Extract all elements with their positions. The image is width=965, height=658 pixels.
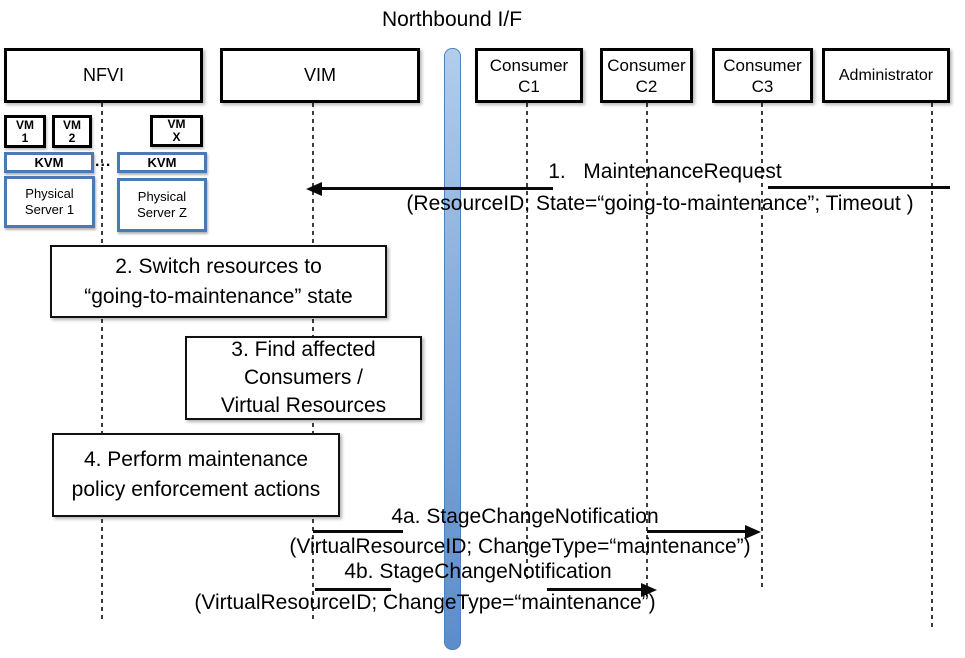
message-4b-line-left-segment	[315, 588, 391, 591]
ellipsis-between-hosts: ...	[95, 153, 112, 170]
vm-2-box: VM 2	[52, 115, 92, 148]
message-4b-arrowhead-right-icon	[641, 583, 657, 597]
message-1-label: 1. MaintenanceRequest	[548, 160, 782, 183]
kvm-right-box: KVM	[117, 152, 207, 173]
message-4b-line-right-segment	[547, 588, 642, 591]
vm-1-box: VM 1	[4, 115, 46, 148]
lifeline-administrator	[931, 103, 933, 630]
actor-vim: VIM	[220, 48, 420, 103]
actor-consumer-c1: Consumer C1	[475, 48, 583, 103]
message-4b-params: (VirtualResourceID; ChangeType=“maintena…	[194, 591, 656, 614]
vm-x-box: VM X	[150, 115, 203, 147]
message-1-params: (ResourceID; State=“going-to-maintenance…	[406, 192, 914, 215]
actor-consumer-c2: Consumer C2	[600, 48, 693, 103]
message-4a-params: (VirtualResourceID; ChangeType=“maintena…	[289, 535, 751, 558]
physical-server-z-box: Physical Server Z	[117, 178, 207, 232]
message-4a-line-right-segment	[647, 530, 747, 533]
northbound-interface-bar	[444, 48, 461, 650]
lifeline-consumer-c2	[646, 103, 648, 593]
physical-server-1-box: Physical Server 1	[4, 176, 95, 228]
message-4b-label: 4b. StageChangeNotification	[344, 560, 612, 583]
actor-nfvi: NFVI	[4, 48, 203, 103]
actor-administrator: Administrator	[822, 48, 950, 103]
step-2-box: 2. Switch resources to “going-to-mainten…	[50, 245, 387, 318]
page-title: Northbound I/F	[381, 8, 523, 31]
actor-consumer-c3: Consumer C3	[712, 48, 813, 103]
message-1-line-left-segment	[318, 187, 553, 190]
lifeline-nfvi	[101, 103, 103, 622]
message-4a-arrowhead-right-icon	[745, 525, 761, 539]
kvm-left-box: KVM	[4, 152, 94, 173]
step-3-box: 3. Find affected Consumers / Virtual Res…	[185, 336, 422, 420]
message-4a-label: 4a. StageChangeNotification	[391, 505, 659, 528]
message-1-arrowhead-left-icon	[306, 182, 322, 196]
step-4-box: 4. Perform maintenance policy enforcemen…	[52, 433, 340, 517]
message-4a-line-left-segment	[313, 530, 403, 533]
message-1-line-right-segment	[768, 186, 950, 189]
lifeline-consumer-c3	[761, 103, 763, 590]
lifeline-consumer-c1	[526, 103, 528, 580]
